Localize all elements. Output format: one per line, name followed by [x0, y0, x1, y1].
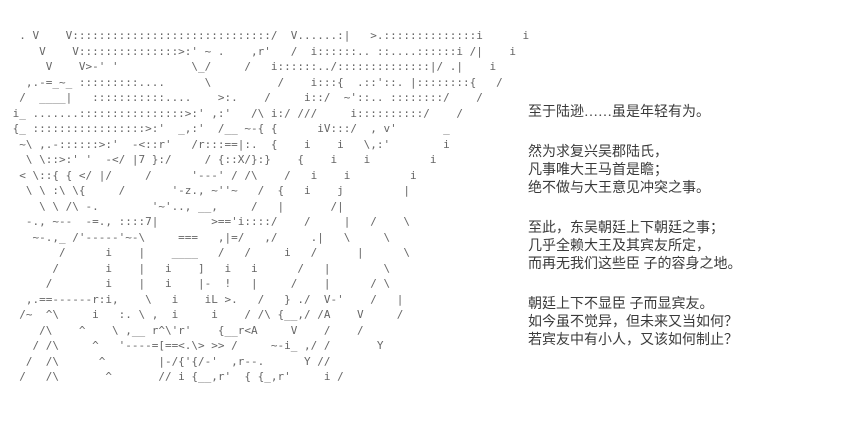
- dialogue-line: 然为求复兴吴郡陆氏，: [528, 145, 668, 160]
- dialogue-paragraph: 至于陆逊……虽是年轻有为。: [528, 104, 852, 122]
- dialogue-line: 如今虽不觉异，但未来又当如何？: [528, 315, 738, 330]
- dialogue-line: 朝廷上下不显臣 子而显宾友。: [528, 297, 714, 312]
- dialogue-paragraph: 然为求复兴吴郡陆氏， 凡事唯大王马首是瞻； 绝不做与大王意见冲突之事。: [528, 144, 852, 198]
- dialogue-paragraph: 至此，东吴朝廷上下朝廷之事； 几乎全赖大王及其宾友所定， 而再无我们这些臣 子的容身…: [528, 220, 852, 274]
- dialogue-line: 而再无我们这些臣 子的容身之地。: [528, 257, 742, 272]
- dialogue-line: 至于陆逊……虽是年轻有为。: [528, 105, 710, 120]
- dialogue-line: 至此，东吴朝廷上下朝廷之事；: [528, 221, 724, 236]
- ascii-art: . V V::::::::::::::::::::::::::::::/ V..…: [12, 29, 530, 383]
- dialogue-paragraph: 朝廷上下不显臣 子而显宾友。如今虽不觉异，但未来又当如何？ 若宾友中有小人，又该如…: [528, 296, 852, 350]
- dialogue-text: 至于陆逊……虽是年轻有为。然为求复兴吴郡陆氏， 凡事唯大王马首是瞻； 绝不做与大王意…: [528, 104, 852, 372]
- dialogue-line: 凡事唯大王马首是瞻；: [528, 163, 668, 178]
- dialogue-line: 若宾友中有小人，又该如何制止？: [528, 333, 738, 348]
- dialogue-line: 几乎全赖大王及其宾友所定，: [528, 239, 710, 254]
- dialogue-line: 绝不做与大王意见冲突之事。: [528, 181, 710, 196]
